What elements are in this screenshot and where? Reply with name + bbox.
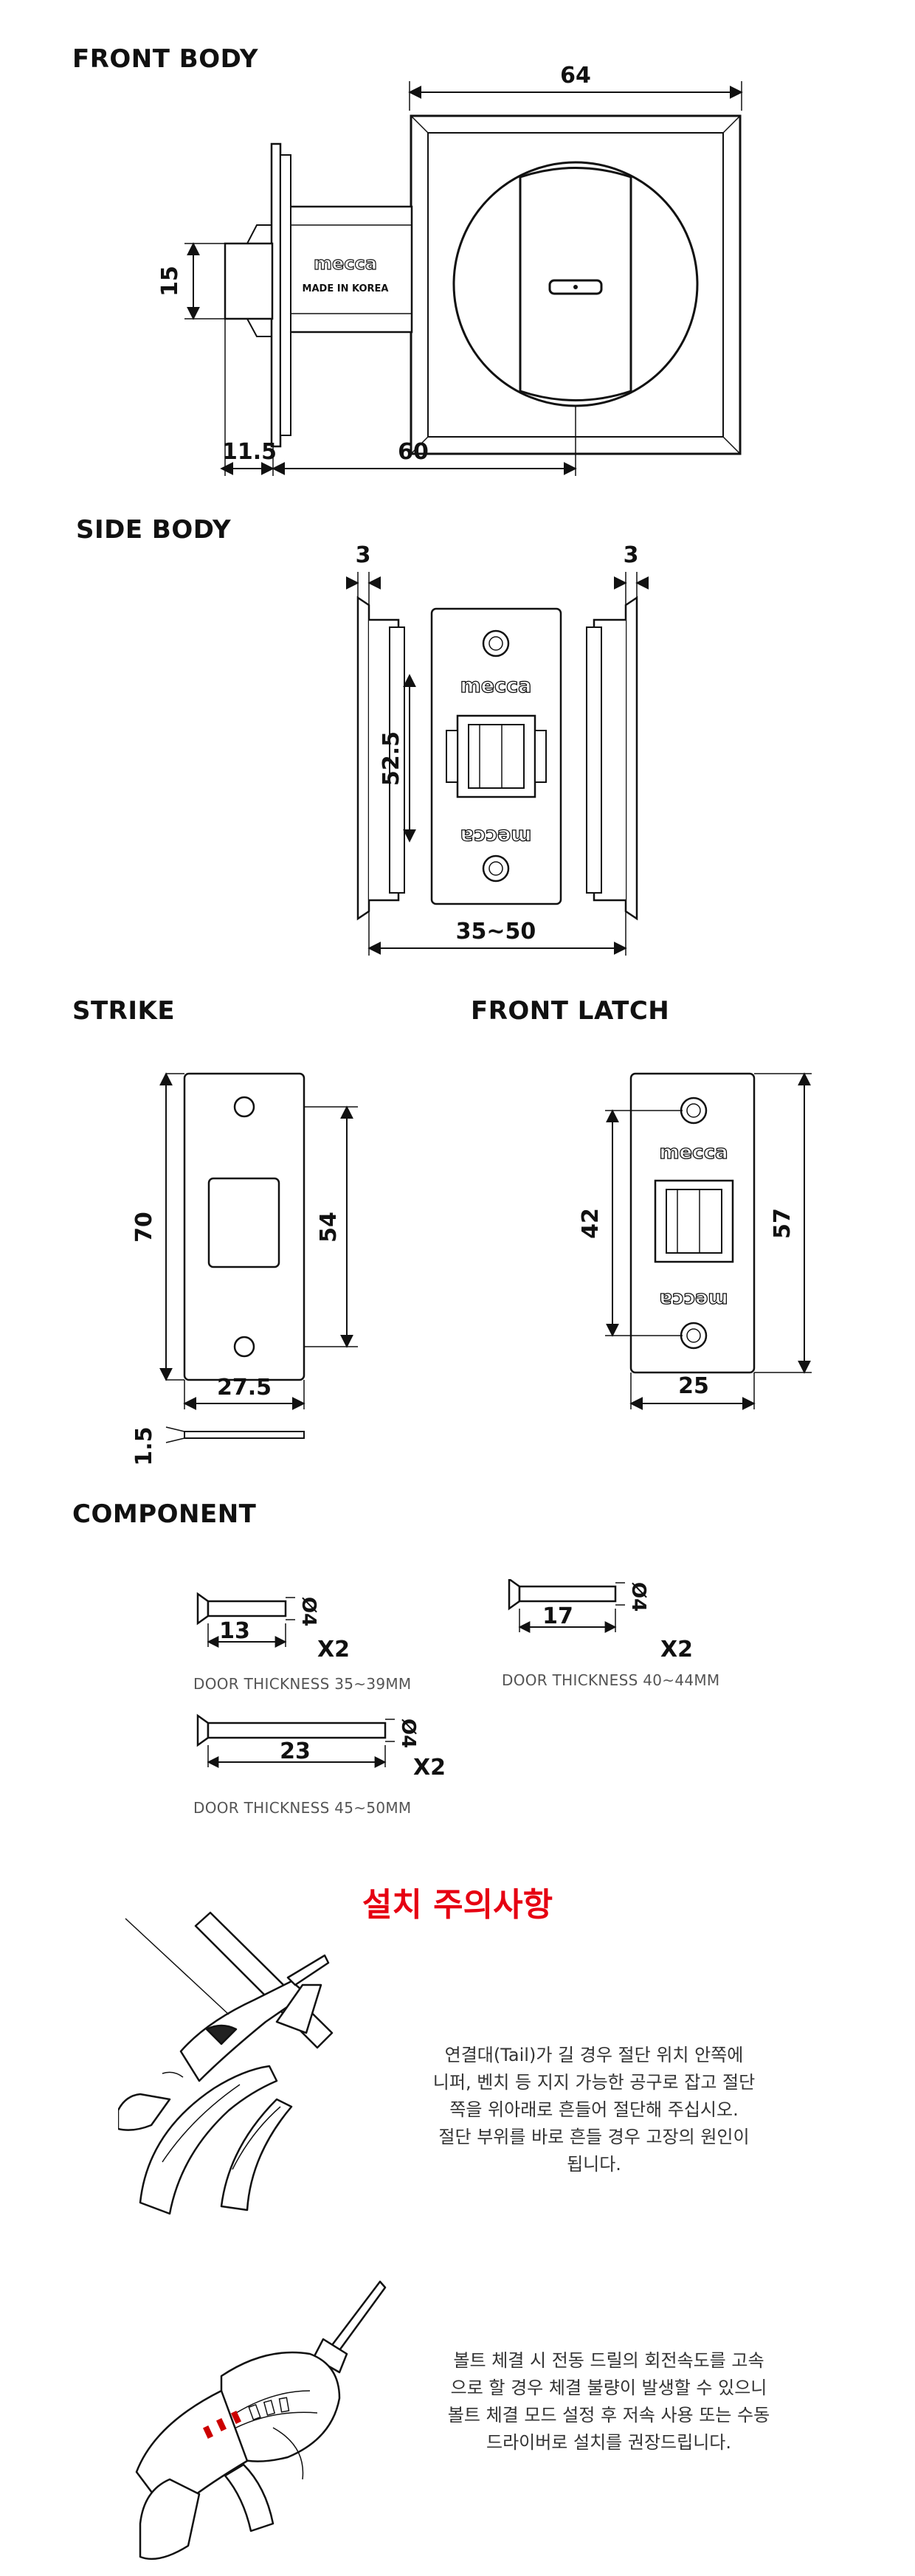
screw-3-length: 23	[280, 1738, 311, 1764]
dim-latch-width: 25	[678, 1373, 709, 1399]
front-body-drawing: 64 mecca MADE IN KOREA 15 11.5 60	[157, 63, 743, 476]
dim-strike-hole-spacing: 54	[316, 1212, 342, 1243]
caution-text-1: 연결대(Tail)가 길 경우 절단 위치 안쪽에 니퍼, 벤치 등 지지 가능…	[410, 2042, 778, 2178]
component-drawing: 13 Ø4 X2 17 Ø4 X2 23 Ø4 X2	[196, 1579, 693, 1781]
section-title-front-latch: FRONT LATCH	[471, 996, 670, 1026]
section-title-component: COMPONENT	[72, 1499, 257, 1529]
caution-text-2-line: 드라이버로 설치를 권장드립니다.	[486, 2432, 731, 2453]
caution-text-1-line: 니퍼, 벤치 등 지지 가능한 공구로 잡고 절단	[432, 2072, 756, 2093]
power-drill-illustration	[135, 2280, 387, 2561]
screw-1-note: DOOR THICKNESS 35~39MM	[193, 1675, 412, 1693]
strike-latch-drawing: 70 54 27.5 1.5 mecca mecca 42 57 25	[131, 1072, 812, 1466]
dim-side-height: 52.5	[379, 731, 404, 786]
side-brand-logo-inverted: mecca	[460, 825, 532, 848]
screw-3-diameter: Ø4	[397, 1719, 419, 1748]
made-in-korea-label: MADE IN KOREA	[303, 283, 389, 294]
dim-latch-height: 57	[770, 1208, 795, 1239]
screw-1-qty: X2	[317, 1637, 350, 1662]
front-brand-logo: mecca	[314, 253, 377, 274]
screw-1-length: 13	[219, 1618, 250, 1644]
screw-17	[508, 1579, 625, 1633]
dim-front-height: 15	[157, 266, 183, 297]
screw-3-qty: X2	[413, 1755, 446, 1781]
dim-side-right: 3	[624, 542, 639, 568]
latch-bolt	[224, 242, 274, 320]
dim-front-backset: 60	[398, 439, 429, 465]
screw-13	[196, 1592, 295, 1648]
screw-2-length: 17	[542, 1603, 573, 1629]
screw-2-qty: X2	[660, 1637, 693, 1662]
side-body-drawing: 3 3 mecca mecca 52.5 35~50	[345, 542, 649, 956]
caution-text-1-line: 됩니다.	[567, 2154, 621, 2175]
screw-3-note: DOOR THICKNESS 45~50MM	[193, 1799, 412, 1817]
emergency-slot-icon	[548, 279, 603, 295]
dim-strike-width: 27.5	[217, 1375, 272, 1401]
dim-strike-height: 70	[131, 1212, 157, 1243]
dim-side-left: 3	[356, 542, 371, 568]
caution-text-2-line: 으로 할 경우 체결 불량이 발생할 수 있으니	[450, 2378, 767, 2398]
section-title-side-body: SIDE BODY	[76, 515, 232, 545]
latch-brand-logo: mecca	[659, 1142, 728, 1164]
dim-side-width: 35~50	[456, 919, 536, 945]
screw-23	[196, 1713, 395, 1768]
section-title-strike: STRIKE	[72, 996, 176, 1026]
caution-text-1-line: 쪽을 위아래로 흔들어 절단해 주십시오.	[449, 2099, 739, 2120]
latch-brand-logo-inverted: mecca	[659, 1288, 728, 1311]
screw-2-diameter: Ø4	[627, 1582, 649, 1612]
caution-text-1-line: 연결대(Tail)가 길 경우 절단 위치 안쪽에	[444, 2045, 744, 2065]
pliers-cutting-tail-illustration	[118, 1911, 334, 2215]
side-brand-logo: mecca	[460, 674, 532, 697]
caution-text-2-line: 볼트 체결 시 전동 드릴의 회전속도를 고속	[453, 2350, 764, 2371]
caution-text-2-line: 볼트 체결 모드 설정 후 저속 사용 또는 수동	[447, 2405, 770, 2425]
strike-thickness-view	[184, 1431, 305, 1439]
dim-latch-hole-spacing: 42	[578, 1208, 604, 1239]
dim-strike-thickness: 1.5	[131, 1426, 157, 1465]
caution-text-2: 볼트 체결 시 전동 드릴의 회전속도를 고속 으로 할 경우 체결 불량이 발…	[410, 2347, 808, 2456]
dim-front-width: 64	[560, 63, 591, 89]
screw-1-diameter: Ø4	[297, 1597, 320, 1626]
section-title-front-body: FRONT BODY	[72, 44, 258, 74]
caution-text-1-line: 절단 부위를 바로 흔들 경우 고장의 원인이	[438, 2127, 750, 2147]
screw-2-note: DOOR THICKNESS 40~44MM	[502, 1671, 720, 1689]
caution-title: 설치 주의사항	[362, 1886, 553, 1924]
dim-front-backset-left: 11.5	[222, 439, 277, 465]
